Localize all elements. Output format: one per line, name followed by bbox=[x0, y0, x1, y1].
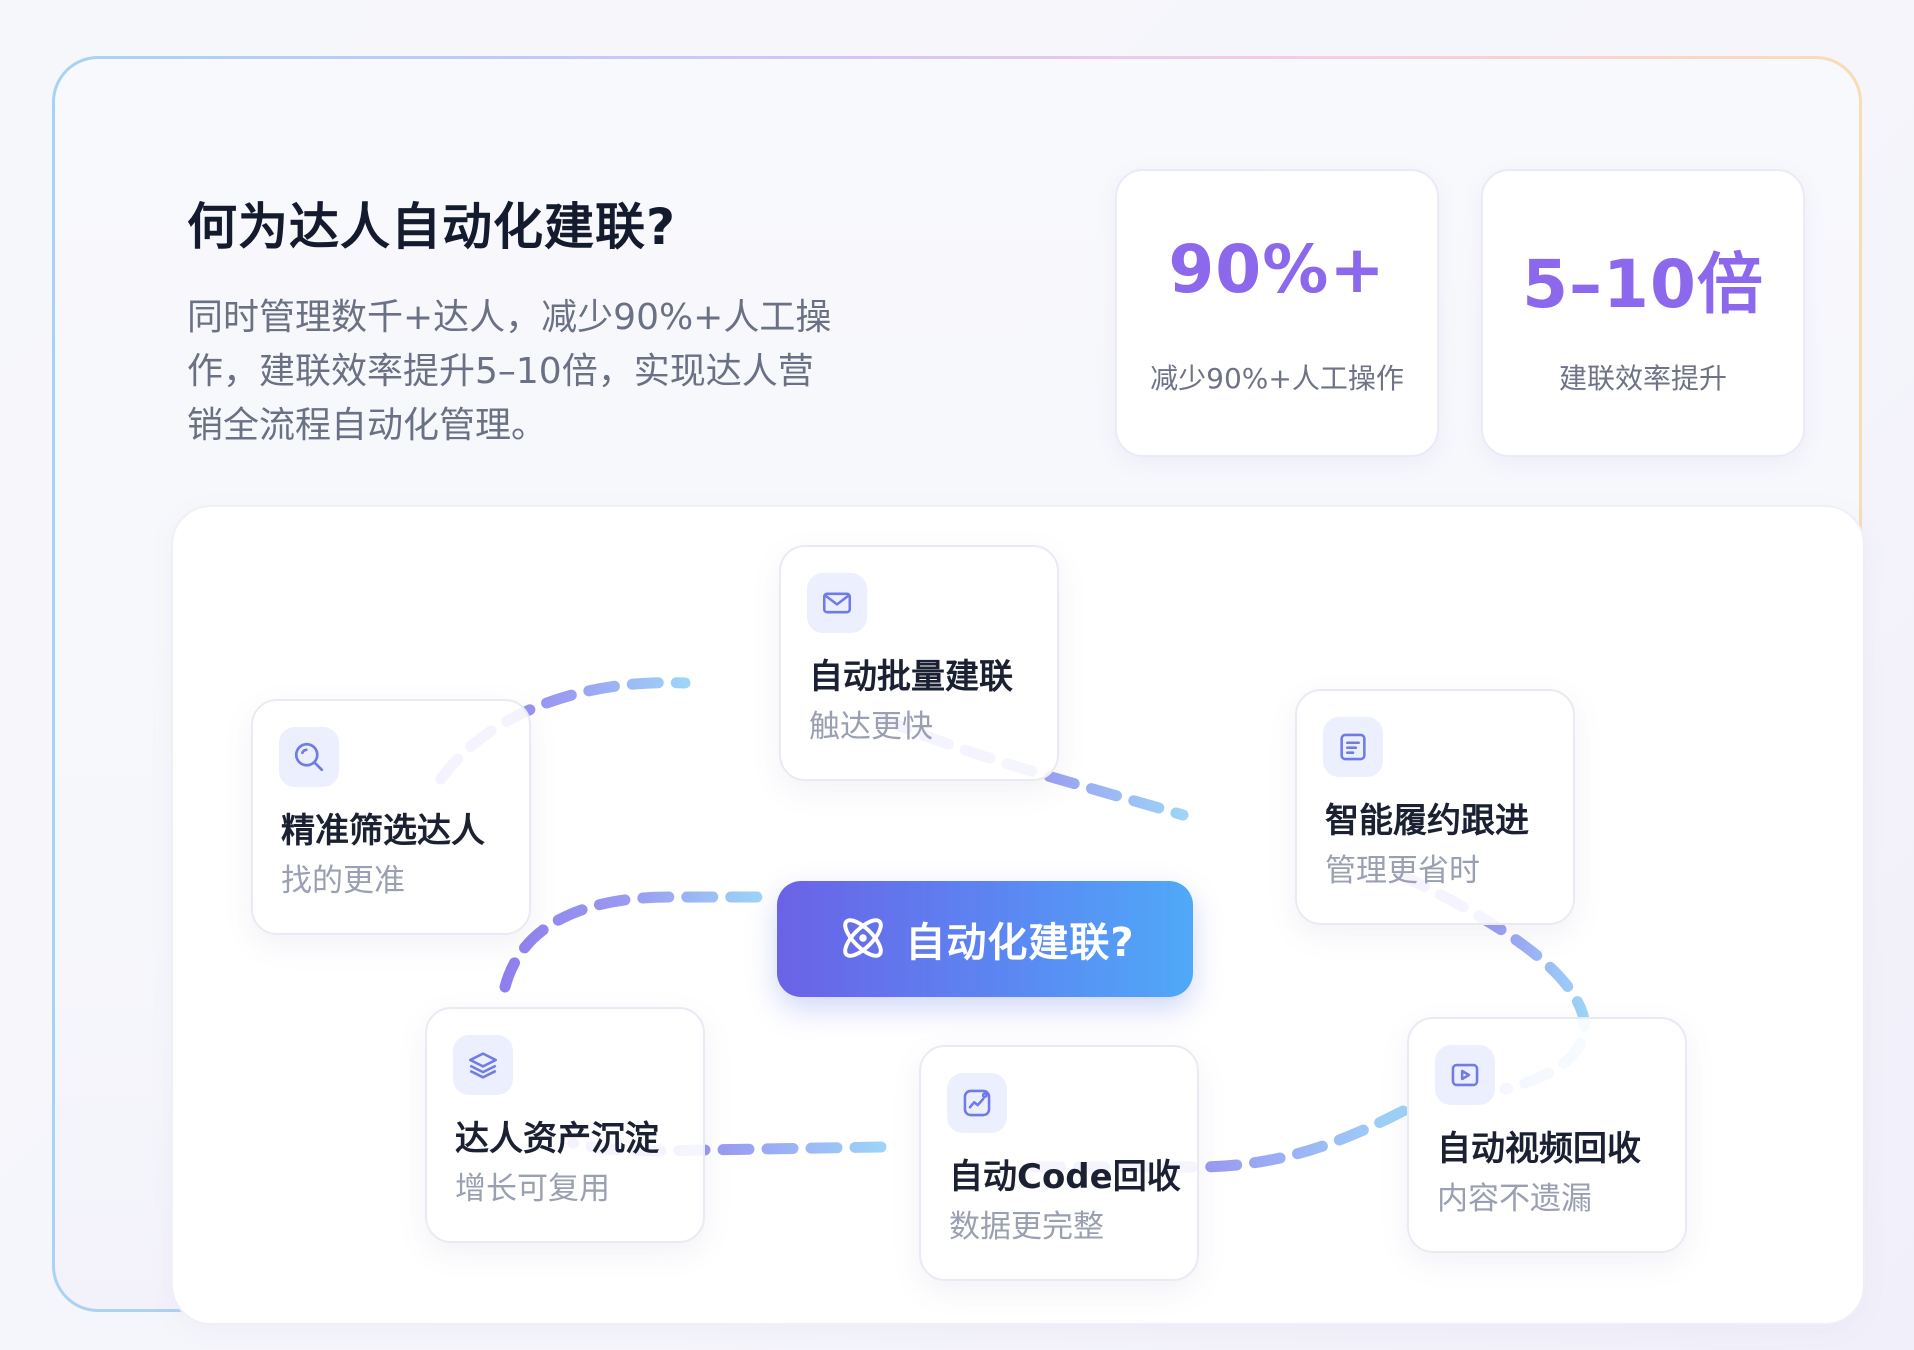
flow-path-segment bbox=[499, 891, 767, 993]
step-subtitle: 内容不遗漏 bbox=[1437, 1181, 1592, 1217]
atom-icon bbox=[835, 910, 891, 969]
step-subtitle: 管理更省时 bbox=[1325, 853, 1480, 889]
step-title: 自动批量建联 bbox=[809, 657, 1013, 697]
chart-icon bbox=[947, 1073, 1007, 1133]
step-subtitle: 触达更快 bbox=[809, 709, 933, 745]
stat-value-efficiency: 5–10倍 bbox=[1522, 246, 1764, 323]
step-title: 自动Code回收 bbox=[949, 1157, 1181, 1197]
flow-panel: 精准筛选达人 找的更准 自动批量建联 触达更快 bbox=[171, 505, 1865, 1325]
page-title: 何为达人自动化建联? bbox=[187, 198, 677, 256]
stat-label-efficiency: 建联效率提升 bbox=[1558, 362, 1727, 395]
auto-outreach-label: 自动化建联? bbox=[905, 920, 1135, 966]
auto-outreach-button[interactable]: 自动化建联? bbox=[777, 881, 1193, 997]
mail-icon bbox=[807, 573, 867, 633]
step-subtitle: 数据更完整 bbox=[949, 1209, 1104, 1245]
step-card-outreach[interactable]: 自动批量建联 触达更快 bbox=[779, 545, 1059, 781]
flow-path-segment bbox=[435, 677, 691, 785]
layers-icon bbox=[453, 1035, 513, 1095]
flow-path-segment bbox=[1027, 1105, 1409, 1173]
step-subtitle: 找的更准 bbox=[281, 863, 405, 899]
step-title: 精准筛选达人 bbox=[281, 811, 485, 851]
step-card-code[interactable]: 自动Code回收 数据更完整 bbox=[919, 1045, 1199, 1281]
stat-label-reduction: 减少90%+人工操作 bbox=[1150, 362, 1404, 395]
frame-content: 何为达人自动化建联? 同时管理数千+达人，减少90%+人工操作，建联效率提升5–… bbox=[55, 59, 1865, 1325]
step-subtitle: 增长可复用 bbox=[455, 1171, 610, 1207]
stat-card-efficiency: 5–10倍 建联效率提升 bbox=[1481, 169, 1805, 457]
page-description: 同时管理数千+达人，减少90%+人工操作，建联效率提升5–10倍，实现达人营销全… bbox=[187, 297, 832, 446]
main-frame: 何为达人自动化建联? 同时管理数千+达人，减少90%+人工操作，建联效率提升5–… bbox=[52, 56, 1865, 1325]
step-title: 达人资产沉淀 bbox=[455, 1119, 659, 1159]
step-card-assets[interactable]: 达人资产沉淀 增长可复用 bbox=[425, 1007, 705, 1243]
search-icon bbox=[279, 727, 339, 787]
step-card-video[interactable]: 自动视频回收 内容不遗漏 bbox=[1407, 1017, 1687, 1253]
stat-card-reduction: 90%+ 减少90%+人工操作 bbox=[1115, 169, 1439, 457]
document-icon bbox=[1323, 717, 1383, 777]
step-card-fulfillment[interactable]: 智能履约跟进 管理更省时 bbox=[1295, 689, 1575, 925]
stat-value-reduction: 90%+ bbox=[1168, 231, 1386, 308]
step-card-filter[interactable]: 精准筛选达人 找的更准 bbox=[251, 699, 531, 935]
step-title: 自动视频回收 bbox=[1437, 1129, 1641, 1169]
video-icon bbox=[1435, 1045, 1495, 1105]
step-title: 智能履约跟进 bbox=[1325, 801, 1529, 841]
